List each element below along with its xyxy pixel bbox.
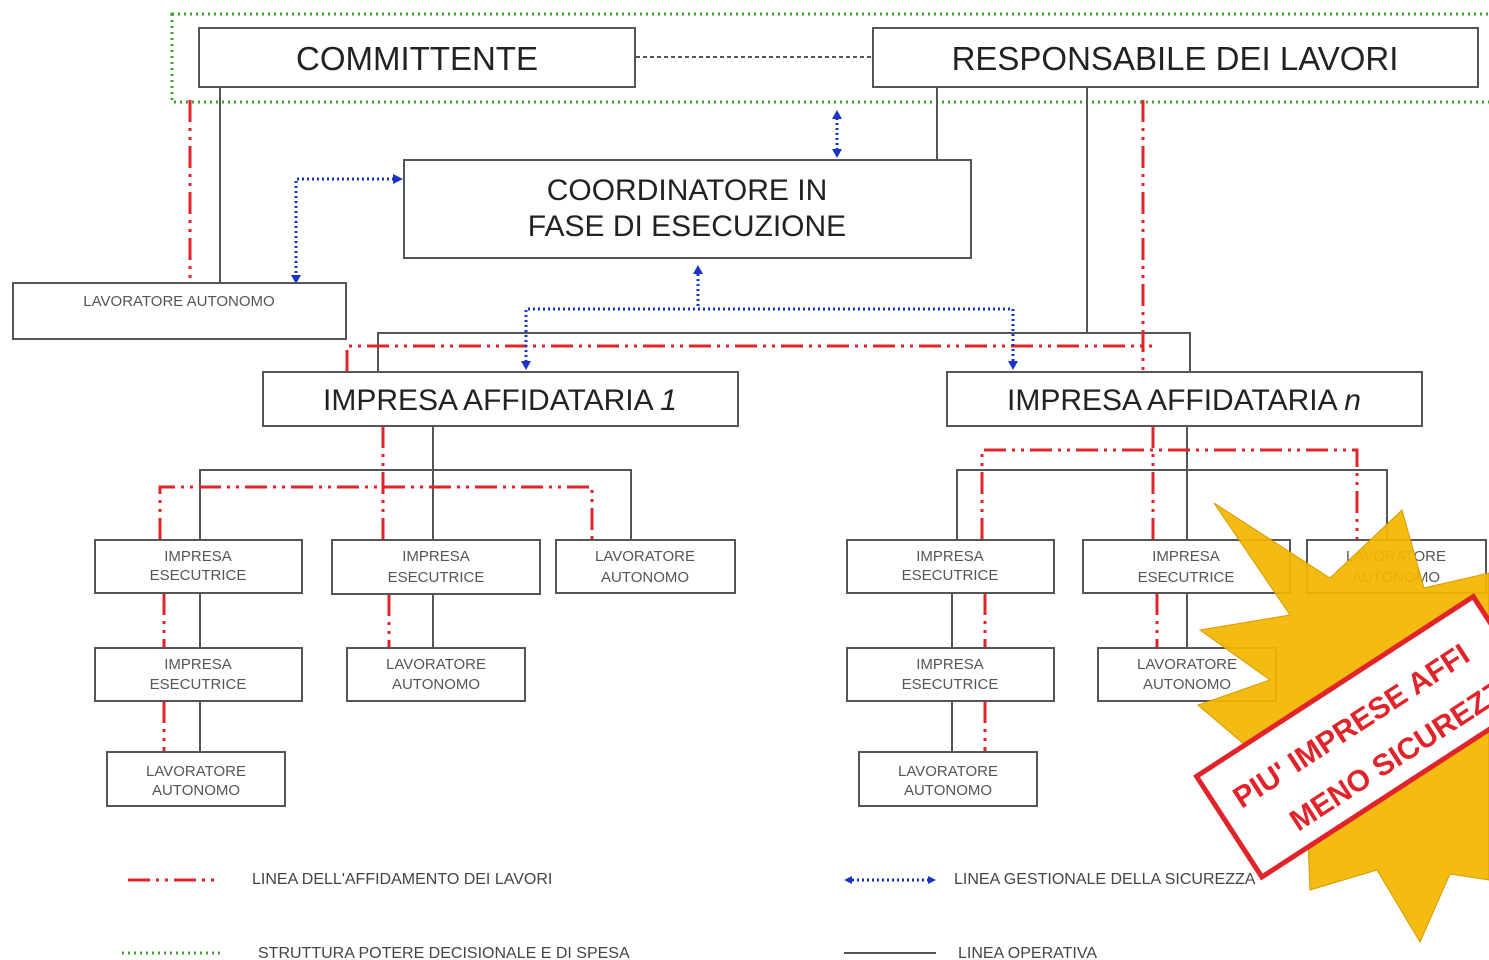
lavoratore-label: LAVORATORE	[898, 763, 998, 780]
coordinatore-label-1: COORDINATORE IN	[547, 174, 828, 207]
impresa-affidataria-n-box	[946, 371, 1423, 427]
impresa-label: IMPRESA	[1152, 548, 1220, 565]
impresa-esecutrice-box	[846, 539, 1055, 594]
impresa-esecutrice-box	[846, 647, 1055, 702]
impresa-label: IMPRESA	[916, 656, 984, 673]
impresa-label: IMPRESA	[916, 548, 984, 565]
autonomo-label: AUTONOMO	[392, 676, 480, 693]
autonomo-label: AUTONOMO	[601, 569, 689, 586]
coordinatore-box	[403, 159, 972, 259]
lavoratore-autonomo-box	[555, 539, 736, 594]
legend-affidamento-label: LINEA DELL'AFFIDAMENTO DEI LAVORI	[252, 871, 552, 888]
responsabile-label: RESPONSABILE DEI LAVORI	[952, 40, 1399, 77]
legend-gestionale-label: LINEA GESTIONALE DELLA SICUREZZA	[954, 871, 1256, 888]
committente-box	[198, 27, 636, 88]
lavoratore-label: LAVORATORE	[146, 763, 246, 780]
gestionale-lines	[291, 110, 1018, 370]
esecutrice-label: ESECUTRICE	[1138, 569, 1235, 586]
impresa-esecutrice-box	[94, 539, 303, 594]
operative-lines	[199, 56, 1388, 752]
impresa-label: IMPRESA	[164, 548, 232, 565]
esecutrice-label: ESECUTRICE	[388, 569, 485, 586]
esecutrice-label: ESECUTRICE	[150, 567, 247, 584]
affidamento-lines	[158, 100, 1359, 752]
decision-structure-frame	[170, 12, 1489, 104]
stamp-frame	[1193, 593, 1489, 881]
lavoratore-label: LAVORATORE	[386, 656, 486, 673]
autonomo-label: AUTONOMO	[904, 782, 992, 799]
impresa-label: IMPRESA	[402, 548, 470, 565]
responsabile-box	[872, 27, 1479, 88]
lavoratore-autonomo-box	[858, 751, 1038, 807]
impresa-affidataria-1-label: IMPRESA AFFIDATARIA 1	[323, 384, 677, 417]
legend-operativa-label: LINEA OPERATIVA	[958, 945, 1097, 960]
impresa-affidataria-n-label: IMPRESA AFFIDATARIA n	[1007, 384, 1361, 417]
autonomo-label: AUTONOMO	[1143, 676, 1231, 693]
coordinatore-label-2: FASE DI ESECUZIONE	[528, 210, 846, 243]
esecutrice-label: ESECUTRICE	[902, 567, 999, 584]
esecutrice-label: ESECUTRICE	[150, 676, 247, 693]
impresa-esecutrice-box	[331, 539, 541, 595]
warning-starburst: PIU' IMPRESE AFFI MENO SICUREZZ	[1193, 502, 1489, 944]
committente-label: COMMITTENTE	[296, 40, 538, 77]
lavoratore-autonomo-box	[346, 647, 526, 702]
lavoratore-autonomo-box	[106, 751, 286, 807]
lavoratore-autonomo-top-label: LAVORATORE AUTONOMO	[83, 293, 274, 310]
legend-decisionale-label: STRUTTURA POTERE DECISIONALE E DI SPESA	[258, 945, 630, 960]
impresa-affidataria-1-box	[262, 371, 739, 427]
lavoratore-autonomo-top-box	[12, 282, 347, 340]
lavoratore-label: LAVORATORE	[595, 548, 695, 565]
impresa-esecutrice-box	[94, 647, 303, 702]
impresa-label: IMPRESA	[164, 656, 232, 673]
autonomo-label: AUTONOMO	[152, 782, 240, 799]
lavoratore-label: LAVORATORE	[1137, 656, 1237, 673]
legend: LINEA DELL'AFFIDAMENTO DEI LAVORI LINEA …	[122, 871, 1256, 960]
esecutrice-label: ESECUTRICE	[902, 676, 999, 693]
